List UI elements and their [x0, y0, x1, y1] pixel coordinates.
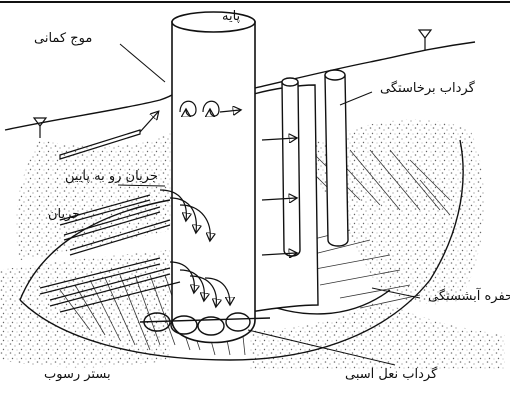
label-flow: جریان	[48, 208, 80, 221]
label-bow-wave: موج کمانی	[34, 32, 92, 45]
label-horseshoe-vortex: گرداب نعل اسبی	[345, 368, 437, 381]
water-level-marker-right	[419, 30, 431, 50]
pier-cylinder	[172, 12, 255, 343]
label-pier: پایه	[222, 10, 240, 23]
label-sediment-bed: بستر رسوب	[44, 368, 111, 381]
water-level-marker-left	[34, 118, 46, 138]
label-scour-hole: حفره آبشستگی	[428, 290, 510, 303]
label-downflow: جریان رو به پایین	[65, 170, 158, 183]
wake-vortex-column	[250, 70, 348, 312]
label-wake-vortex: گرداب برخاستگی	[380, 82, 475, 95]
